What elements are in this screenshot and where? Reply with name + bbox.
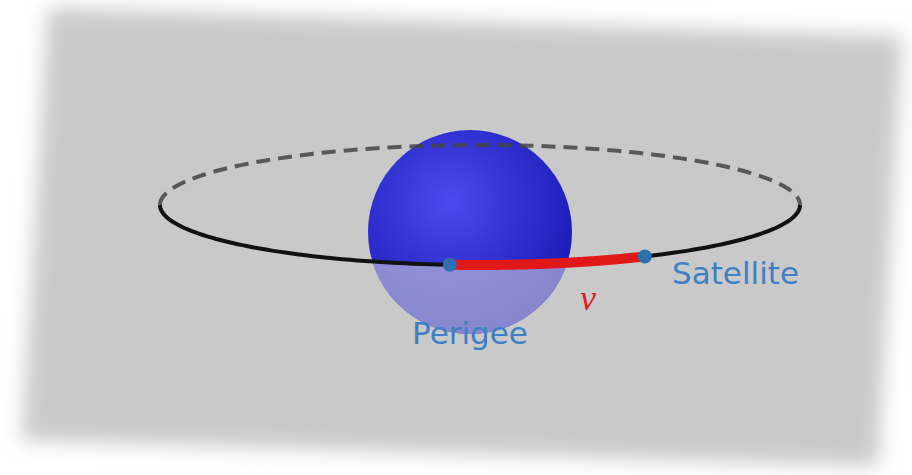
true-anomaly-arc	[450, 256, 645, 265]
orbital-plane	[22, 8, 902, 466]
satellite-point	[638, 249, 652, 263]
orbit-back	[160, 145, 800, 205]
perigee-point	[443, 258, 457, 272]
orbit-front	[160, 205, 800, 265]
earth-below-plane	[368, 130, 572, 334]
perigee-label: Perigee	[412, 318, 528, 349]
earth-sphere	[368, 130, 572, 334]
satellite-label: Satellite	[672, 258, 799, 289]
anomaly-symbol: ν	[580, 280, 596, 316]
